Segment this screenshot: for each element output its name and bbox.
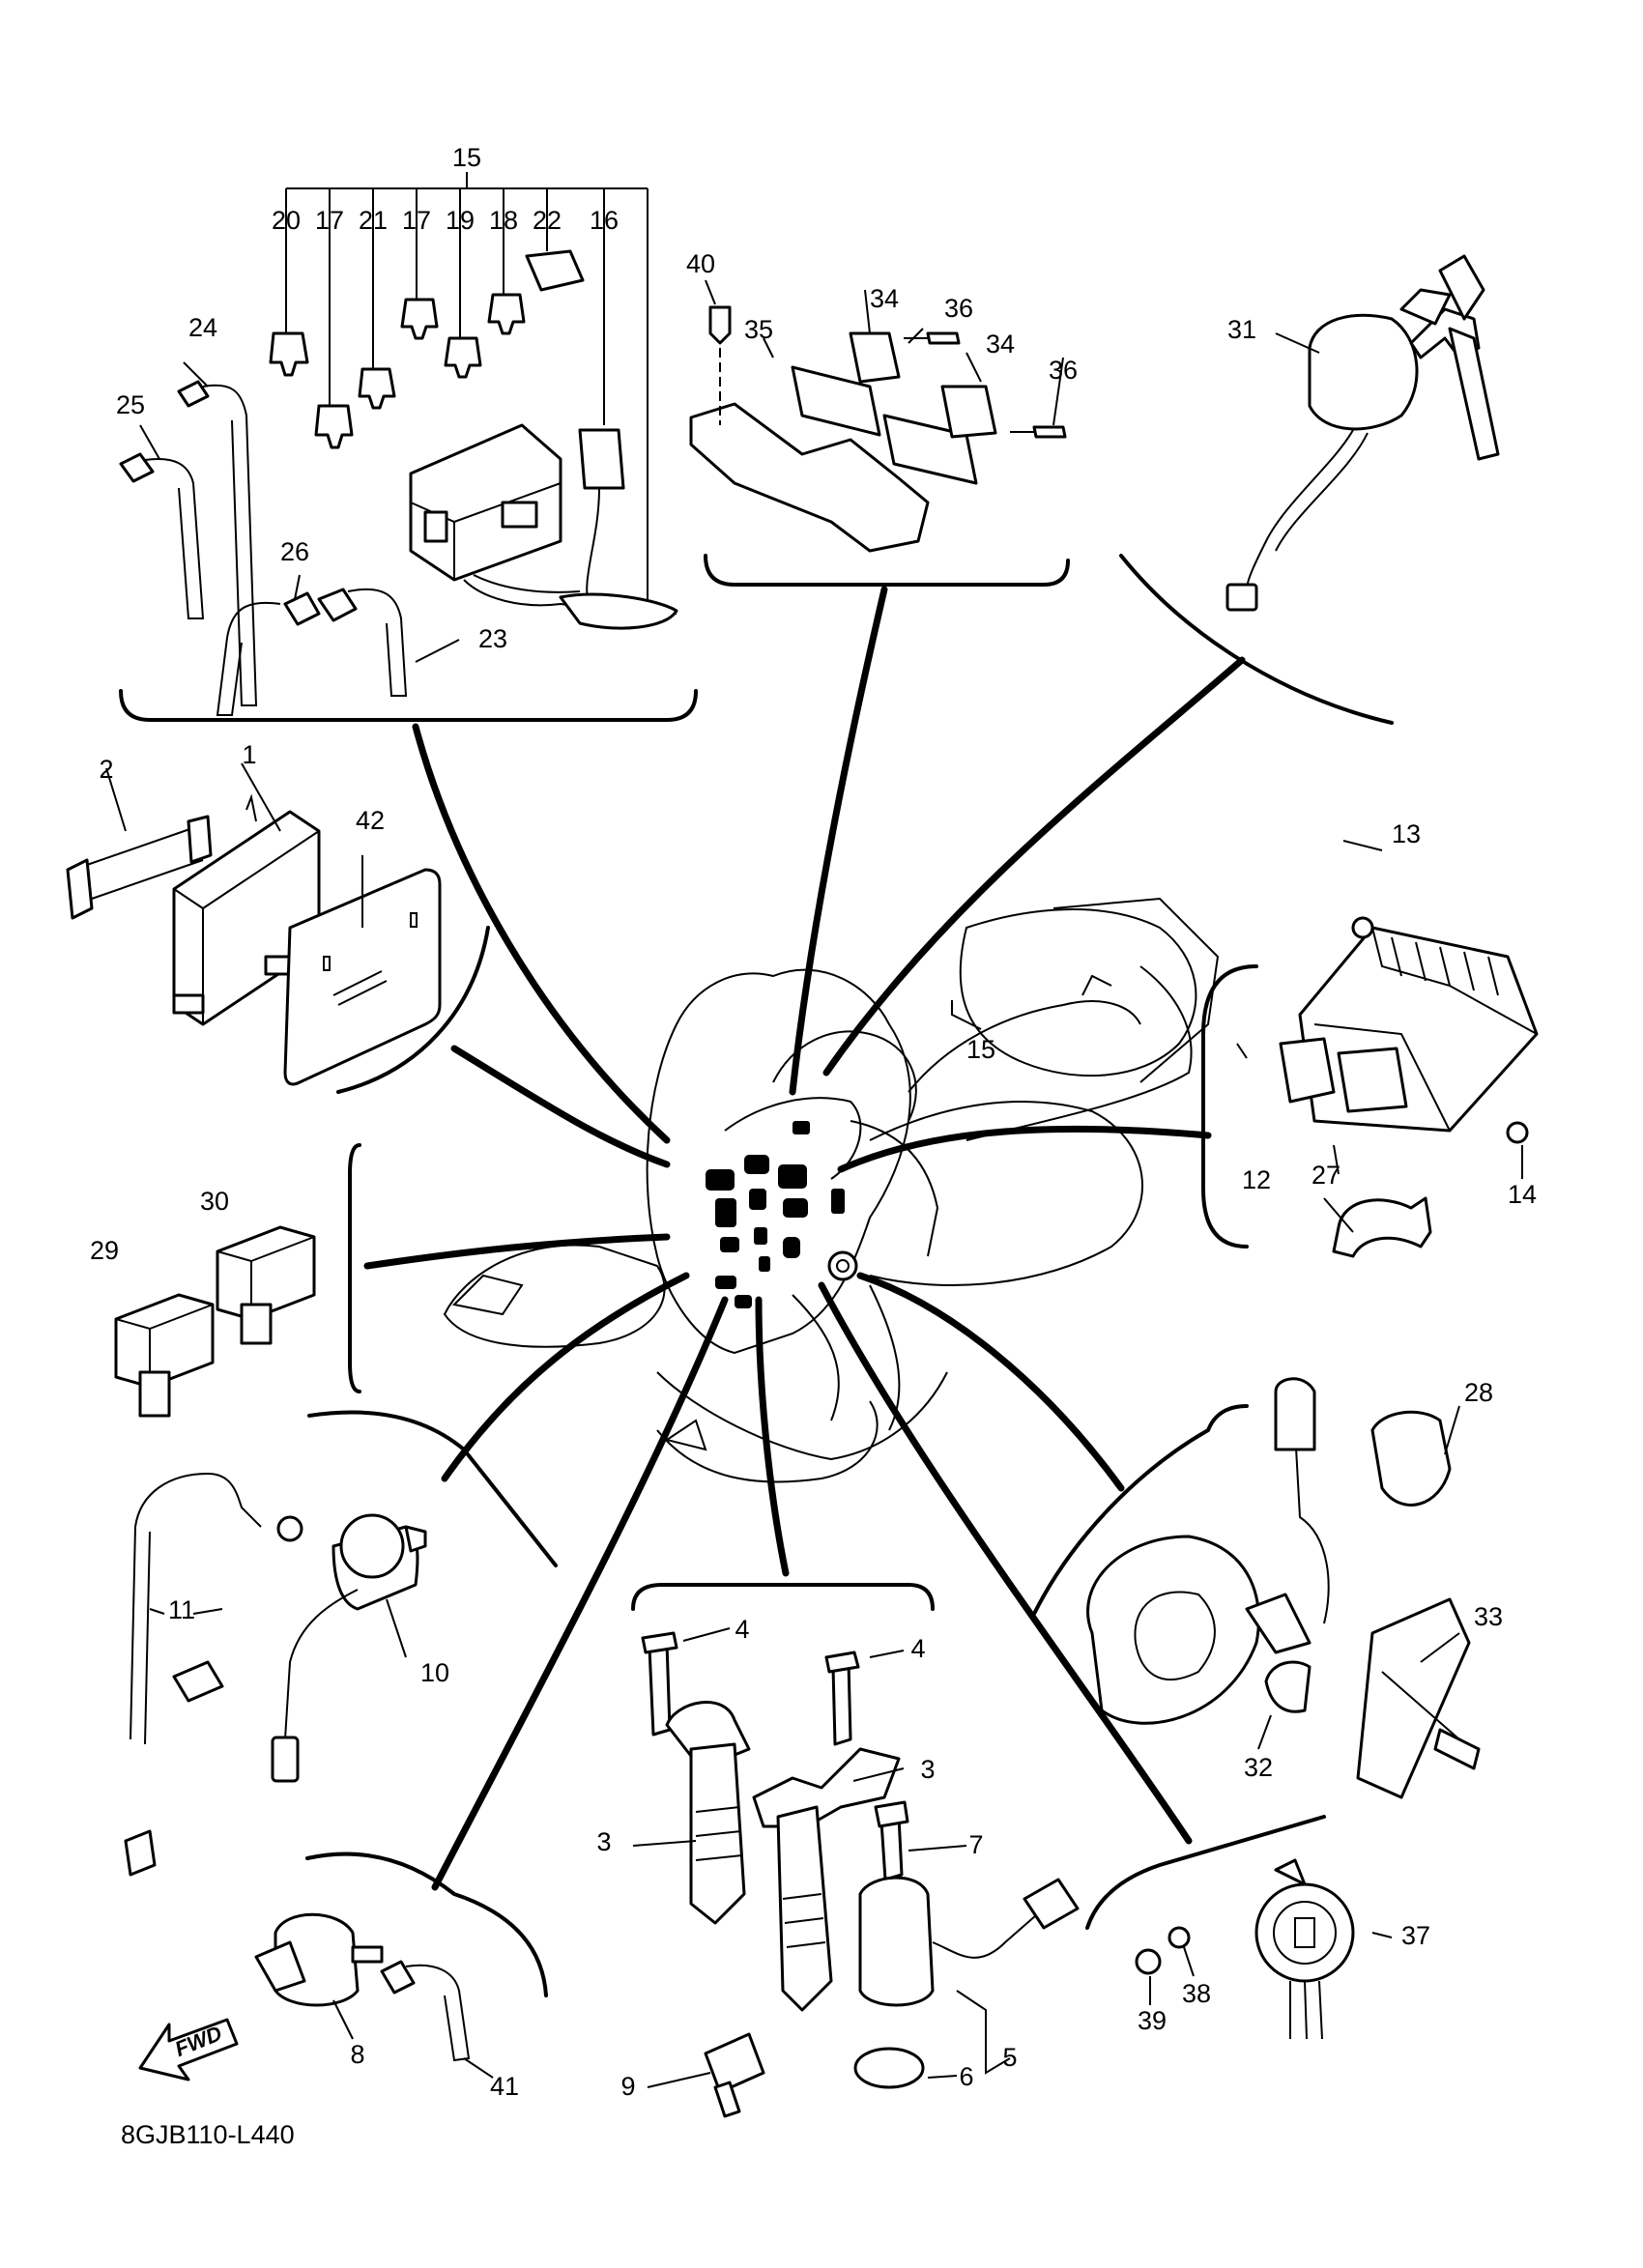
callout-40: 40 (686, 249, 715, 278)
callout-10: 10 (420, 1658, 449, 1687)
callout-39: 39 (1138, 2006, 1167, 2035)
callout-25: 25 (116, 390, 145, 419)
callout-2: 2 (99, 755, 113, 784)
callout-24: 24 (188, 313, 217, 342)
callout-15-top: 15 (452, 143, 481, 172)
pickup-coil-group (1086, 1377, 1481, 1799)
callout-17a: 17 (315, 206, 344, 235)
ignition-switch-group (1225, 254, 1500, 612)
group-spokes (363, 586, 1246, 1891)
callout-27: 27 (1312, 1161, 1340, 1190)
callout-30: 30 (200, 1187, 229, 1216)
callout-33: 33 (1474, 1602, 1503, 1631)
horn-group (1135, 1858, 1355, 2040)
callout-17b: 17 (402, 206, 431, 235)
ignition-coil-group (641, 1631, 901, 2012)
forward-arrow-icon (138, 2018, 239, 2081)
callout-42: 42 (356, 806, 385, 835)
callout-7: 7 (968, 1830, 983, 1859)
callout-34b: 34 (986, 330, 1015, 359)
callout-4a: 4 (735, 1615, 749, 1644)
rectifier-group (1279, 916, 1539, 1258)
diagram-code: 8GJB110-L440 (121, 2120, 295, 2149)
callout-31: 31 (1227, 315, 1256, 344)
callout-14: 14 (1508, 1180, 1537, 1209)
callout-36b: 36 (1049, 356, 1078, 385)
group-brackets (119, 554, 1394, 1997)
callout-12: 12 (1242, 1165, 1271, 1194)
callout-16: 16 (590, 206, 619, 235)
callout-4b: 4 (910, 1634, 925, 1663)
fuse-box-group (119, 172, 678, 716)
callout-5: 5 (1002, 2043, 1017, 2072)
ecu-group (66, 810, 442, 1086)
relay-bracket-group (689, 305, 1067, 553)
callout-34a: 34 (870, 284, 899, 313)
callout-29: 29 (90, 1236, 119, 1265)
callout-3a: 3 (920, 1755, 935, 1784)
callout-21: 21 (359, 206, 388, 235)
motorcycle-frame-artwork (443, 897, 1220, 1483)
callout-36a: 36 (944, 294, 973, 323)
callout-11: 11 (168, 1595, 195, 1624)
callout-8: 8 (350, 2040, 364, 2069)
callout-20: 20 (272, 206, 301, 235)
callout-28: 28 (1464, 1378, 1493, 1407)
callout-26: 26 (280, 537, 309, 566)
callout-9: 9 (620, 2072, 635, 2101)
relay-group (114, 1225, 316, 1418)
callout-13: 13 (1392, 819, 1421, 848)
sensor-wiring-group (124, 1472, 427, 1877)
callout-22: 22 (533, 206, 562, 235)
callout-19: 19 (446, 206, 475, 235)
callout-18: 18 (489, 206, 518, 235)
callout-1: 1 (242, 740, 256, 769)
callout-15-center: 15 (966, 1035, 995, 1064)
neutral-switch-group (254, 1912, 471, 2062)
callout-41: 41 (490, 2072, 519, 2101)
callout-32: 32 (1244, 1753, 1273, 1782)
callout-38: 38 (1182, 1979, 1211, 2008)
callout-35: 35 (744, 315, 773, 344)
callout-labels: 15 20 17 21 17 19 18 22 16 24 25 26 23 4… (90, 143, 1537, 2149)
callout-37: 37 (1401, 1921, 1430, 1950)
callout-leaders (105, 279, 1523, 2088)
callout-6: 6 (959, 2062, 973, 2091)
callout-3b: 3 (596, 1827, 611, 1856)
callout-23: 23 (478, 624, 507, 653)
crank-sensor-group (704, 1800, 1080, 2118)
